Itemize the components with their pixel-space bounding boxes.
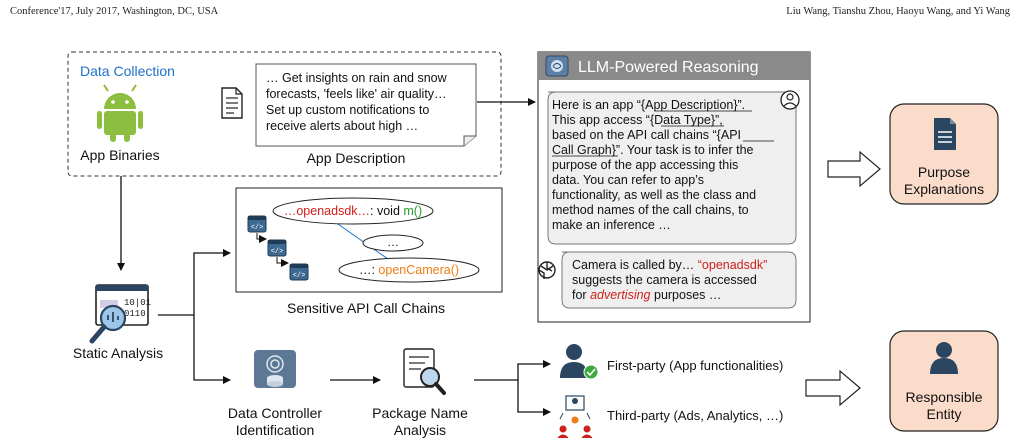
arrow-to-responsible <box>805 369 861 407</box>
chain-node-1 <box>272 197 434 225</box>
svg-text:0110: 0110 <box>124 309 146 319</box>
call-chains-label: Sensitive API Call Chains <box>287 300 445 316</box>
data-collection-box <box>67 51 502 177</box>
llm-title: LLM-Powered Reasoning <box>578 59 759 76</box>
responsible-label-2: Entity <box>926 406 961 422</box>
code-window-icons: </> </> </> <box>247 215 309 281</box>
arrow-package-to-first <box>474 360 551 381</box>
data-collection-title: Data Collection <box>80 63 175 79</box>
purpose-box <box>889 103 999 205</box>
fingerprint-database-icon <box>254 350 296 388</box>
static-analysis-label: Static Analysis <box>73 345 163 361</box>
user-check-icon <box>560 344 599 380</box>
header-left: Conference'17, July 2017, Washington, DC… <box>10 6 219 17</box>
arrow-static-to-controller <box>193 315 231 384</box>
app-description-label: App Description <box>307 150 406 166</box>
header-right: Liu Wang, Tianshu Zhou, Haoyu Wang, and … <box>786 6 1010 17</box>
person-icon <box>930 342 958 374</box>
package-label-2: Analysis <box>394 422 446 438</box>
svg-text:</>: </> <box>271 248 284 256</box>
chain-node-2 <box>362 234 424 252</box>
svg-text:</>: </> <box>293 272 306 280</box>
chain-node-2-text: … <box>387 235 399 249</box>
purpose-label-1: Purpose <box>918 164 970 180</box>
responsible-label-1: Responsible <box>905 389 982 405</box>
document-icon <box>221 87 243 119</box>
android-icon <box>97 84 143 142</box>
openai-icon <box>538 261 556 279</box>
svg-text:</>: </> <box>251 224 264 232</box>
chain-node-3 <box>338 257 480 283</box>
package-label-1: Package Name <box>372 405 468 421</box>
app-description-text: … Get insights on rain and snow forecast… <box>266 71 450 133</box>
placeholder-underlines <box>552 110 774 157</box>
chain-node-3-text: …: openCamera() <box>359 263 459 277</box>
response-bubble <box>561 251 797 309</box>
app-binaries-label: App Binaries <box>80 147 159 163</box>
controller-label-1: Data Controller <box>228 405 322 421</box>
arrow-static-to-callchains <box>158 249 231 316</box>
svg-text:10|01: 10|01 <box>124 298 151 308</box>
file-text-icon <box>934 118 956 150</box>
controller-label-2: Identification <box>236 422 315 438</box>
arrow-to-purpose <box>827 150 881 188</box>
user-icon <box>780 90 800 110</box>
response-text: Camera is called by… “openadsdk” suggest… <box>572 258 771 302</box>
chain-node-1-text: …openadsdk…: void m() <box>284 204 422 218</box>
responsible-box <box>889 330 999 432</box>
third-party-label: Third-party (Ads, Analytics, …) <box>607 408 783 423</box>
static-analysis-icon: 10|01 0110 <box>89 284 151 344</box>
brain-chip-icon <box>545 55 569 77</box>
document-search-icon <box>403 348 446 395</box>
llm-header-bar <box>538 52 810 80</box>
team-gears-icon <box>557 395 593 439</box>
arrow-package-to-third <box>517 380 551 416</box>
prompt-text: Here is an app “{App Description}”. This… <box>552 98 760 232</box>
purpose-label-2: Explanations <box>904 181 984 197</box>
first-party-label: First-party (App functionalities) <box>607 358 783 373</box>
